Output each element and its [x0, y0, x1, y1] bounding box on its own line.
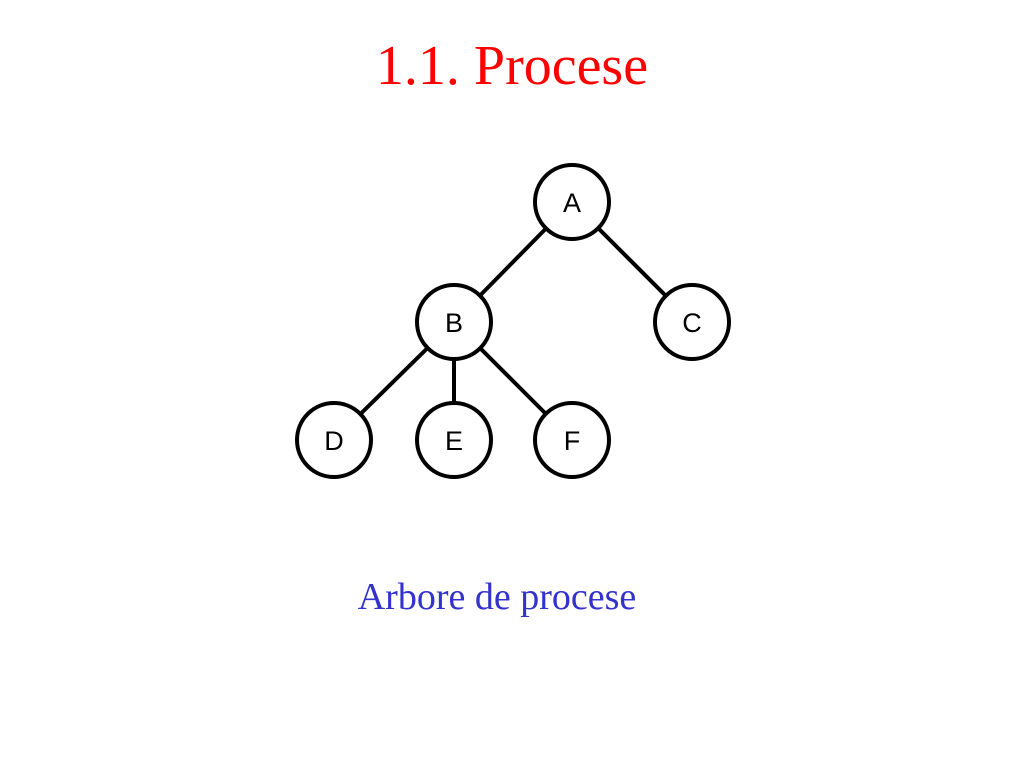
tree-node-c: C	[653, 283, 731, 361]
tree-node-circle	[653, 283, 731, 361]
tree-node-f: F	[533, 401, 611, 479]
tree-node-label: D	[324, 426, 344, 456]
tree-node-circle	[415, 401, 493, 479]
tree-node-a: A	[533, 163, 611, 241]
diagram-caption: Arbore de procese	[357, 576, 637, 618]
tree-node-label: A	[563, 188, 581, 218]
tree-node-circle	[415, 283, 493, 361]
tree-node-e: E	[415, 401, 493, 479]
tree-nodes: A B C D E F	[295, 163, 731, 479]
tree-node-label: C	[682, 308, 702, 338]
tree-node-b: B	[415, 283, 493, 361]
slide-title: 1.1. Procese	[375, 35, 649, 97]
tree-node-label: E	[445, 426, 463, 456]
tree-node-d: D	[295, 401, 373, 479]
tree-node-label: F	[564, 426, 581, 456]
tree-node-circle	[533, 401, 611, 479]
tree-node-label: B	[445, 308, 463, 338]
process-tree-diagram: A B C D E F	[295, 163, 731, 479]
tree-node-circle	[533, 163, 611, 241]
tree-node-circle	[295, 401, 373, 479]
tree-edges	[332, 200, 694, 442]
